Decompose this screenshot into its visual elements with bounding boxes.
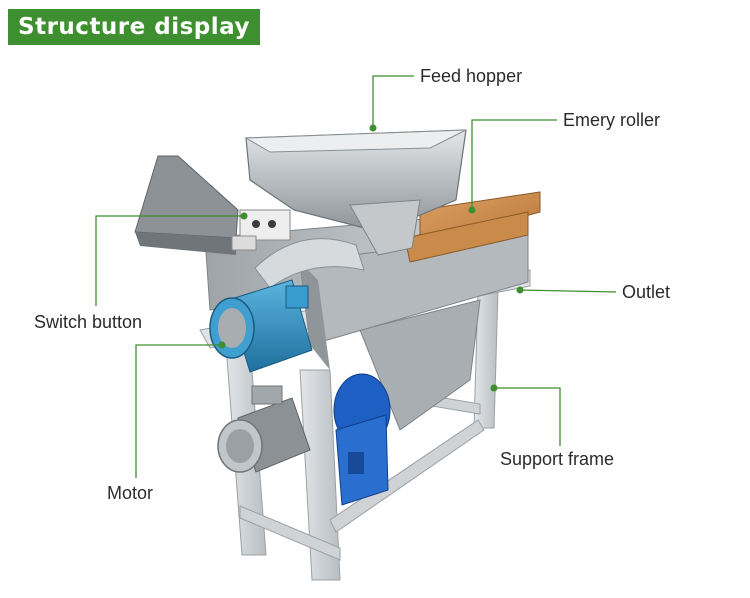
- callout-outlet: Outlet: [622, 282, 671, 302]
- switch-box: [231, 209, 291, 251]
- callout-emery-roller: Emery roller: [563, 110, 661, 130]
- callout-switch-button: Switch button: [34, 312, 143, 332]
- leader-emery-roller: [471, 119, 557, 210]
- feed-hopper: [244, 129, 467, 256]
- callout-feed-hopper: Feed hopper: [420, 66, 523, 86]
- leader-feed-hopper: [372, 75, 414, 128]
- leader-switch-button: [95, 215, 244, 306]
- emery-roller: [404, 191, 541, 263]
- leader-dots: [218, 124, 524, 392]
- leader-support-frame: [494, 387, 561, 446]
- main-motor: [209, 279, 313, 373]
- leader-outlet: [519, 289, 617, 293]
- leader-motor: [135, 344, 222, 478]
- belt-guard: [254, 238, 365, 289]
- leader-lines: [95, 75, 617, 478]
- section-title-banner: Structure display: [8, 9, 260, 45]
- callout-support-frame: Support frame: [500, 449, 615, 469]
- callout-motor: Motor: [107, 483, 154, 503]
- blower-fan: [333, 373, 391, 506]
- input-tray: [134, 155, 239, 255]
- lower-motor: [217, 385, 311, 473]
